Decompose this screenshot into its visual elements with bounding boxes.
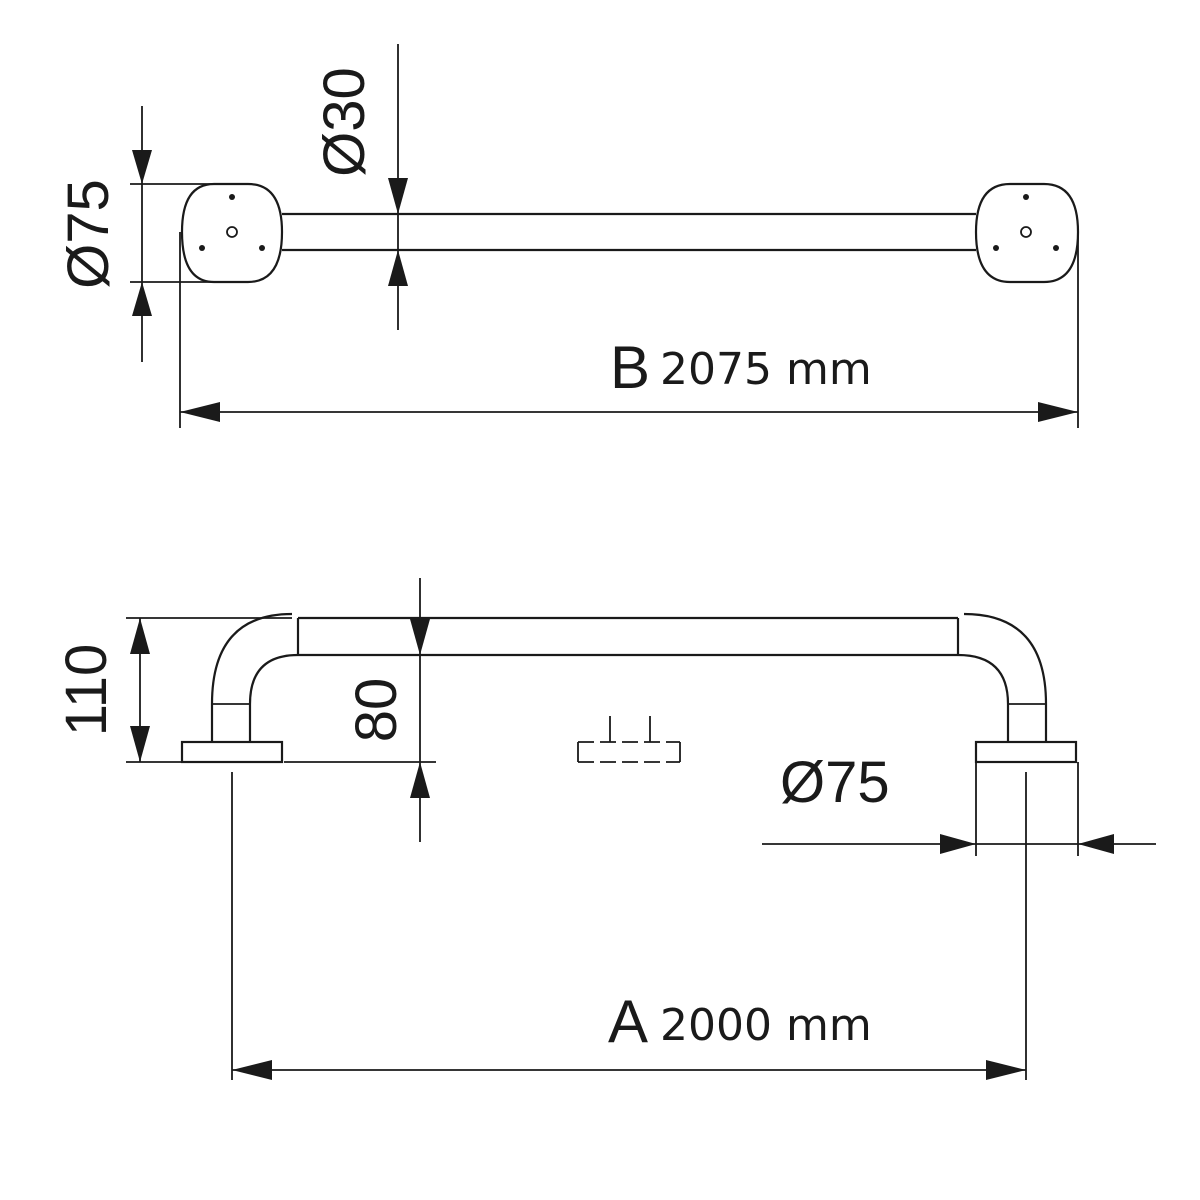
overall-length-value: 2075 mm bbox=[660, 344, 872, 395]
rosette-diameter-dimension-top: Ø75 bbox=[56, 106, 232, 362]
center-distance-value: 2000 mm bbox=[660, 1000, 872, 1051]
overall-length-letter: B bbox=[610, 334, 650, 401]
overall-length-dimension: B 2075 mm bbox=[179, 232, 1079, 428]
left-rosette-top bbox=[180, 182, 284, 284]
tube-top bbox=[282, 212, 976, 252]
tube-offset-label: 80 bbox=[344, 678, 409, 743]
height-dimension: 110 bbox=[54, 617, 292, 763]
middle-support-ghost bbox=[577, 716, 681, 763]
rosette-diameter-label-top: Ø75 bbox=[56, 179, 121, 289]
center-distance-letter: A bbox=[608, 988, 648, 1055]
tube-diameter-dimension: Ø30 bbox=[312, 44, 408, 330]
left-leg-side bbox=[180, 612, 299, 764]
center-distance-dimension: A 2000 mm bbox=[231, 772, 1027, 1080]
side-view: 110 80 Ø75 A 2000 mm bbox=[54, 578, 1156, 1080]
tube-offset-dimension: 80 bbox=[284, 578, 436, 842]
rosette-diameter-dimension-side: Ø75 bbox=[762, 750, 1156, 856]
tube-side bbox=[296, 616, 960, 657]
height-label: 110 bbox=[54, 644, 119, 736]
right-rosette-top bbox=[974, 182, 1080, 284]
rosette-diameter-label-side: Ø75 bbox=[780, 750, 890, 815]
tube-diameter-label: Ø30 bbox=[312, 67, 377, 177]
top-view: Ø75 Ø30 B 2075 mm bbox=[56, 44, 1080, 428]
right-leg-side bbox=[957, 612, 1078, 764]
